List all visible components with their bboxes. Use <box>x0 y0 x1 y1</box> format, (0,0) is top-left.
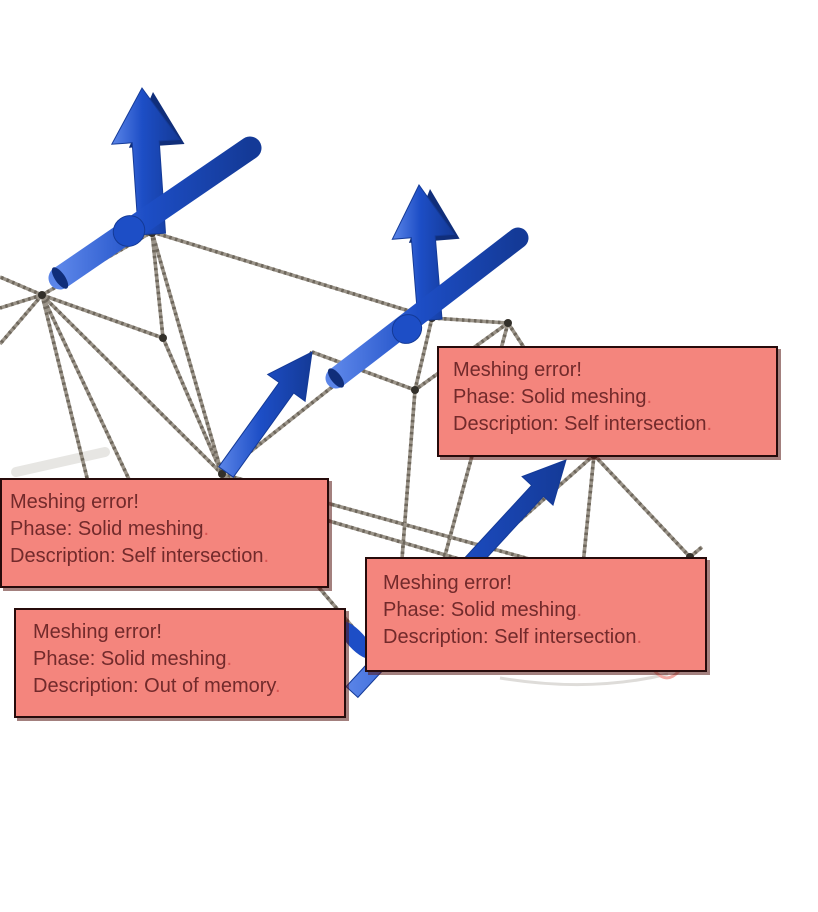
mesh-edge-texture <box>311 350 416 392</box>
tooltip-period: . <box>263 545 270 567</box>
mesh-edge <box>150 231 224 475</box>
mesh-edge-texture <box>0 293 44 346</box>
tooltip-text: Phase: Solid meshing <box>383 599 577 621</box>
mesh-edge-texture <box>0 293 43 310</box>
tooltip-error-left: Meshing error!Phase: Solid meshing.Descr… <box>0 478 329 588</box>
rod-shaft <box>325 227 529 389</box>
mesh-vertex <box>38 291 46 299</box>
tooltip-period: . <box>274 675 281 697</box>
tooltip-period: . <box>203 518 210 540</box>
mesh-edge-texture <box>581 454 596 566</box>
mesh-vertex <box>159 334 167 342</box>
mesh-vertex <box>218 470 226 478</box>
tooltip-line: Phase: Solid meshing. <box>453 384 762 411</box>
shadow-swoosh <box>499 672 669 687</box>
mesh-vertex <box>411 386 419 394</box>
tooltip-error-middle: Meshing error!Phase: Solid meshing.Descr… <box>365 557 707 672</box>
mesh-edge <box>41 293 164 340</box>
tooltip-period: . <box>706 413 713 435</box>
tooltip-text: Description: Self intersection <box>10 545 264 567</box>
mesh-edge-texture <box>431 316 509 325</box>
mesh-edge <box>40 294 92 491</box>
tooltip-line: Meshing error! <box>383 570 689 597</box>
tooltip-text: Meshing error! <box>383 572 512 594</box>
tooltip-period: . <box>646 386 653 408</box>
mesh-edge <box>150 231 165 339</box>
mesh-vertex <box>504 319 512 327</box>
rod-shaft <box>48 136 262 290</box>
tooltip-text: Description: Self intersection <box>453 413 707 435</box>
direction-arrow-1 <box>218 351 313 478</box>
tangent-arrow-marker-2 <box>325 227 529 389</box>
mesh-edge-texture <box>161 337 224 475</box>
tooltip-line: Description: Self intersection. <box>10 543 319 570</box>
tooltip-text: Description: Self intersection <box>383 626 637 648</box>
shadow-streak <box>11 447 110 477</box>
mesh-edge <box>592 453 692 559</box>
arrow-body <box>218 351 313 478</box>
tooltip-text: Meshing error! <box>453 359 582 381</box>
rod-bulge <box>391 314 423 344</box>
tooltip-line: Description: Self intersection. <box>453 411 762 438</box>
tooltip-period: . <box>576 599 583 621</box>
tooltip-text: Description: Out of memory <box>33 675 275 697</box>
tooltip-text: Phase: Solid meshing <box>33 648 227 670</box>
arrow-fragment <box>338 621 374 659</box>
tooltip-line: Description: Out of memory. <box>33 673 327 700</box>
tangent-arrow-marker-1 <box>48 136 262 290</box>
tooltip-line: Meshing error! <box>453 357 762 384</box>
tooltip-line: Description: Self intersection. <box>383 624 689 651</box>
tooltip-period: . <box>226 648 233 670</box>
tooltip-line: Phase: Solid meshing. <box>10 516 319 543</box>
mesh-edge-texture <box>398 389 417 586</box>
mesh-edge-texture <box>0 275 43 297</box>
tooltip-period: . <box>636 626 643 648</box>
mesh-edge-texture <box>413 317 434 391</box>
tooltip-line: Meshing error! <box>10 489 319 516</box>
tooltip-text: Phase: Solid meshing <box>10 518 204 540</box>
mesh-edge-texture <box>40 293 224 476</box>
rod-end-cap <box>51 267 69 289</box>
rod-bulge <box>112 215 146 247</box>
mesh-edge-texture <box>40 294 137 493</box>
tooltip-error-bottom-left: Meshing error!Phase: Solid meshing.Descr… <box>14 608 346 718</box>
mesh-edge-texture <box>413 321 510 392</box>
tooltip-error-top-right: Meshing error!Phase: Solid meshing.Descr… <box>437 346 778 457</box>
mesh-edge-texture <box>151 230 433 320</box>
tooltip-text: Meshing error! <box>33 621 162 643</box>
tooltip-text: Meshing error! <box>10 491 139 513</box>
tooltip-line: Phase: Solid meshing. <box>383 597 689 624</box>
tooltip-line: Phase: Solid meshing. <box>33 646 327 673</box>
mesh-edge-texture <box>229 490 566 592</box>
tooltip-text: Phase: Solid meshing <box>453 386 647 408</box>
tooltip-line: Meshing error! <box>33 619 327 646</box>
rod-end-cap <box>327 368 345 388</box>
mesh-edge-texture <box>688 545 704 559</box>
